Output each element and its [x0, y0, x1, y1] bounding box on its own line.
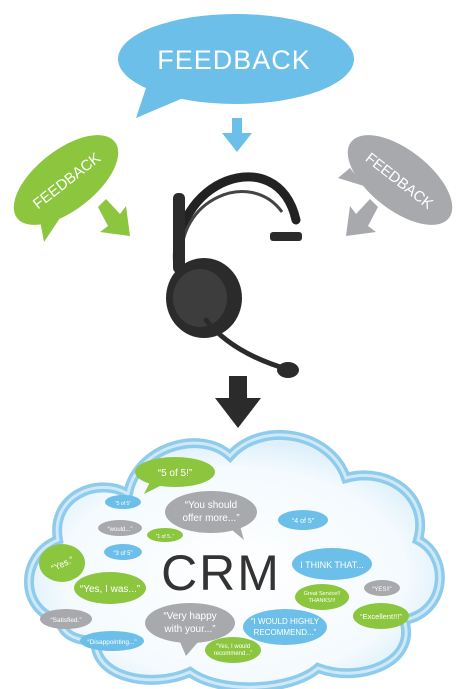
- snippet-bubble: “5 of 5”: [105, 495, 141, 509]
- snippet-text-2: offer more...”: [182, 513, 239, 524]
- snippet-text: Great Service!!: [304, 591, 341, 597]
- snippet-text-2: THANKS!!!: [309, 598, 336, 604]
- snippet-bubble: “1 of 5..”: [147, 528, 183, 542]
- snippet-bubbles: “5 of 5!” “5 of 5” “You should offer mor…: [39, 457, 409, 663]
- snippet-text: “You should: [185, 500, 237, 511]
- crm-label: CRM: [161, 545, 281, 601]
- snippet-bubble: “Yes.”: [39, 544, 85, 582]
- snippet-text: “YES!!”: [372, 587, 391, 593]
- snippet-bubble: “You should offer more...”: [165, 491, 257, 540]
- snippet-bubble: “3 of 5”: [104, 544, 142, 560]
- snippet-text: I THINK THAT...: [300, 560, 364, 570]
- snippet-bubble: “Yes, I would recommend...”: [205, 637, 261, 663]
- snippet-text: “4 of 5”: [292, 518, 315, 525]
- snippet-bubble: “4 of 5”: [278, 510, 328, 530]
- snippet-text: “Very happy: [163, 611, 216, 622]
- snippet-bubble: “Yes, I was...”: [74, 572, 146, 604]
- feedback-bubble-right: FEEDBACK: [338, 135, 453, 225]
- snippet-text: “Satisfied.”: [50, 617, 81, 624]
- snippet-text: “5 of 5”: [115, 501, 131, 507]
- snippet-bubble: “Disappointing...”: [80, 631, 144, 651]
- snippet-bubble: “Satisfied.”: [40, 609, 92, 629]
- arrow-down-top: [222, 118, 252, 152]
- snippet-text: “Yes, I was...”: [80, 584, 140, 595]
- snippet-text-2: recommend...”: [214, 651, 253, 657]
- snippet-bubble: “Very happy with your...”: [145, 603, 235, 656]
- arrow-right-gray: [346, 199, 378, 236]
- feedback-bubble-top: FEEDBACK: [118, 14, 354, 118]
- snippet-bubble: I THINK THAT...: [292, 548, 372, 580]
- snippet-text-2: RECOMMEND...”: [254, 628, 317, 637]
- snippet-text-2: with your...”: [163, 624, 215, 635]
- snippet-bubble: “YES!!”: [364, 580, 400, 596]
- arrow-down-black: [215, 376, 261, 428]
- feedback-label-top: FEEDBACK: [157, 45, 311, 75]
- snippet-text: “Yes, I would: [216, 644, 250, 650]
- arrow-left-green: [98, 199, 130, 236]
- snippet-bubble: “Excellent!!!”: [353, 603, 409, 629]
- snippet-bubble: “I WOULD HIGHLY RECOMMEND...”: [243, 609, 327, 645]
- headset-icon: [166, 172, 302, 378]
- snippet-text: “5 of 5!”: [158, 468, 192, 479]
- snippet-text: “3 of 5”: [113, 551, 132, 557]
- snippet-text: “1 of 5..”: [156, 534, 175, 540]
- snippet-bubble: “5 of 5!”: [135, 457, 215, 494]
- snippet-text: “Disappointing...”: [87, 639, 136, 646]
- snippet-bubble: “would...”: [98, 520, 142, 536]
- snippet-text: “Excellent!!!”: [360, 612, 402, 621]
- snippet-text: “would...”: [108, 527, 133, 533]
- snippet-text: “I WOULD HIGHLY: [251, 617, 320, 626]
- snippet-bubble: Great Service!! THANKS!!!: [295, 584, 349, 610]
